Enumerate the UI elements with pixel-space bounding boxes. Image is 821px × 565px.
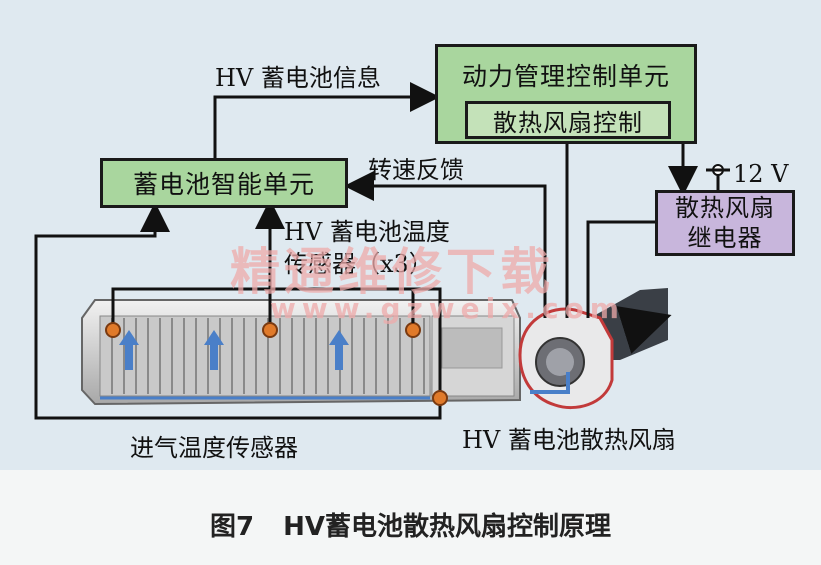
hv-battery-info-label: HV 蓄电池信息 bbox=[215, 64, 381, 92]
temp-sensor-dots bbox=[105, 322, 421, 338]
wiring-lines bbox=[34, 82, 730, 420]
figure-number: 图7 bbox=[209, 512, 255, 542]
figure-title: HV蓄电池散热风扇控制原理 bbox=[283, 512, 612, 542]
battery-smart-unit-label: 蓄电池智能单元 bbox=[132, 170, 315, 199]
intake-temp-sensor-label: 进气温度传感器 bbox=[130, 434, 298, 462]
watermark-url: www.gzweix.com bbox=[270, 292, 625, 325]
temp-sensor-label-1: HV 蓄电池温度 bbox=[284, 218, 450, 246]
fan-relay-label-2: 继电器 bbox=[687, 224, 763, 252]
airflow-arrows bbox=[119, 330, 349, 370]
diagram-figure: 动力管理控制单元 散热风扇控制 蓄电池智能单元 散热风扇 继电器 12 V HV… bbox=[0, 0, 821, 470]
fan-relay-label-1: 散热风扇 bbox=[675, 194, 775, 222]
fan-relay-box: 散热风扇 继电器 bbox=[655, 190, 795, 256]
battery-smart-unit-box: 蓄电池智能单元 bbox=[100, 158, 348, 208]
hv-cooling-fan-label: HV 蓄电池散热风扇 bbox=[462, 426, 676, 454]
temp-sensor-label-2: 传感器（x3） bbox=[284, 250, 433, 278]
watermark-text: 精通维修下载 bbox=[230, 243, 554, 301]
speed-feedback-label: 转速反馈 bbox=[368, 156, 464, 184]
intake-sensor-dot bbox=[432, 390, 448, 406]
fan-control-box: 散热风扇控制 bbox=[465, 101, 671, 139]
fan-control-label: 散热风扇控制 bbox=[493, 108, 643, 137]
cooling-fan bbox=[518, 307, 614, 410]
power-mgmt-unit-label: 动力管理控制单元 bbox=[461, 62, 670, 91]
figure-caption: 图7 HV蓄电池散热风扇控制原理 bbox=[0, 506, 821, 543]
voltage-label: 12 V bbox=[733, 160, 789, 188]
